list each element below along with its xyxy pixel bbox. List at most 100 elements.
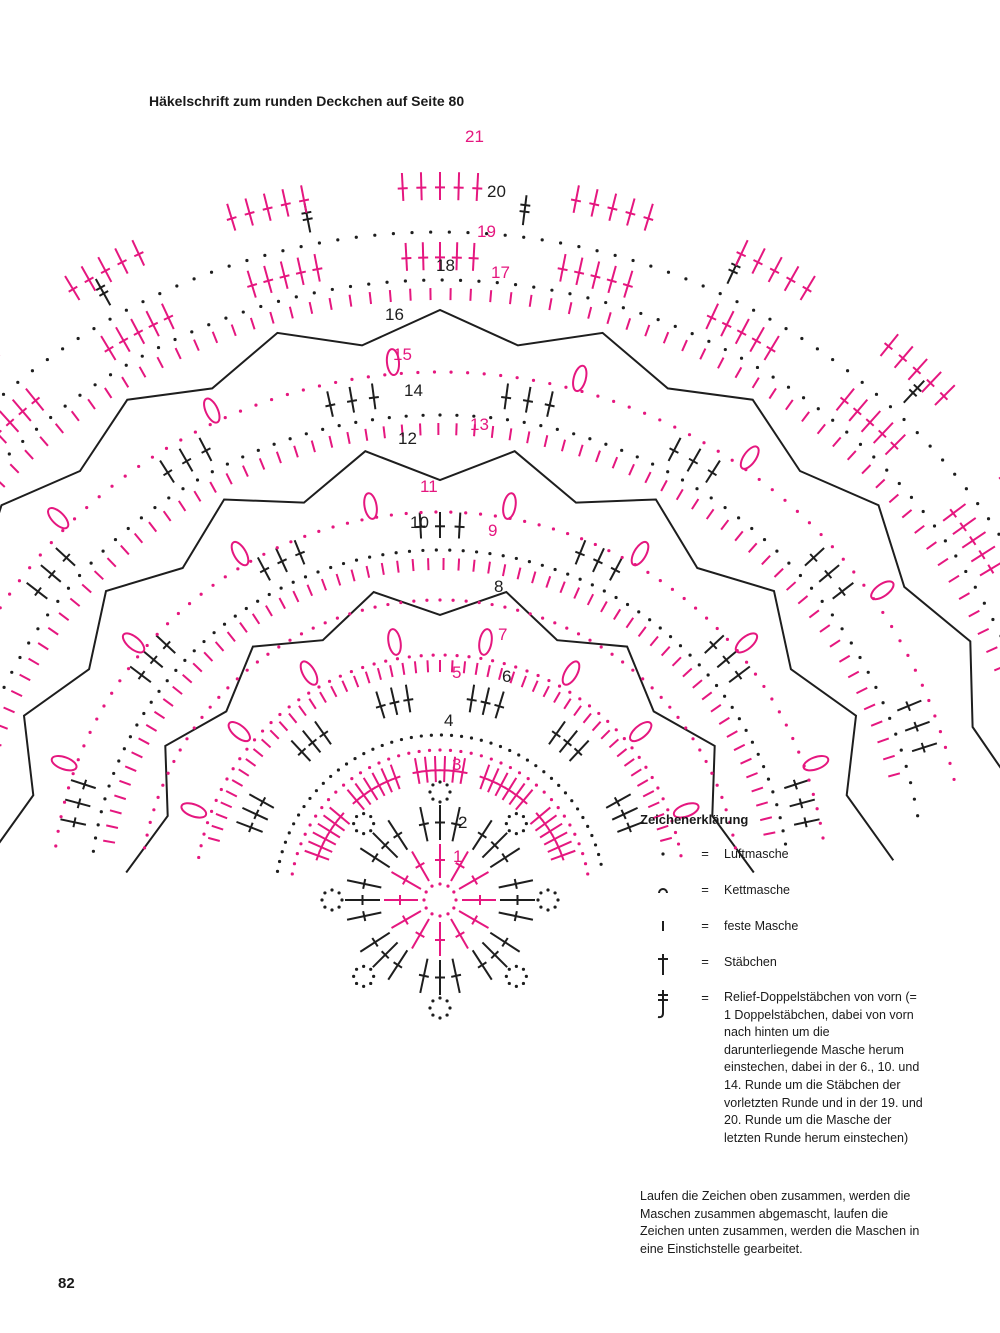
double-crochet-stitch [430, 756, 441, 783]
chain-stitch [334, 790, 338, 794]
chain-stitch [211, 583, 215, 587]
chain-stitch [588, 638, 592, 642]
double-crochet-stitch [403, 684, 414, 713]
double-crochet-stitch [246, 270, 258, 298]
chain-stitch [458, 278, 463, 282]
single-crochet-stitch [543, 435, 549, 448]
double-crochet-stitch [921, 371, 942, 393]
round-number-label: 5 [452, 663, 461, 682]
double-crochet-stitch [11, 399, 32, 422]
chain-stitch [482, 372, 486, 376]
double-crochet-stitch [142, 649, 164, 669]
chain-stitch [446, 884, 450, 888]
chain-stitch [297, 698, 301, 702]
chain-stitch [263, 253, 267, 257]
chain-stitch [112, 771, 116, 776]
double-crochet-stitch [401, 875, 409, 885]
double-crochet-stitch [704, 634, 725, 654]
single-crochet-stitch [628, 463, 635, 476]
double-crochet-stitch [415, 861, 425, 869]
chain-stitch [831, 357, 835, 362]
chain-stitch [469, 751, 473, 755]
double-crochet-stitch [468, 242, 479, 271]
chain-stitch [226, 686, 230, 690]
double-crochet-stitch [60, 817, 87, 828]
single-crochet-stitch [733, 743, 746, 752]
single-crochet-stitch [675, 488, 684, 501]
double-crochet-stitch [178, 448, 194, 472]
chain-stitch [952, 777, 956, 782]
chain-stitch [701, 284, 705, 288]
chain-stitch [259, 304, 263, 309]
chain-stitch [730, 458, 734, 462]
chain-stitch [266, 652, 270, 656]
chain-stitch [716, 449, 720, 453]
chain-stitch [277, 645, 281, 649]
round-number-label: 13 [470, 415, 489, 434]
chain-stitch [66, 586, 71, 590]
double-crochet-stitch [477, 961, 487, 969]
single-crochet-stitch [563, 698, 572, 710]
double-crochet-stitch [592, 547, 605, 573]
single-crochet-stitch [350, 569, 356, 582]
chain-stitch [625, 602, 630, 607]
chain-stitch [906, 653, 910, 657]
chain-stitch [431, 1013, 435, 1017]
chain-stitch [673, 425, 677, 429]
chain-stitch [108, 317, 112, 321]
chain-stitch [354, 814, 359, 819]
chain-stitch [165, 622, 170, 626]
double-crochet-stitch [979, 562, 1000, 577]
single-crochet-stitch [288, 306, 294, 319]
chain-stitch [427, 748, 432, 752]
chain-stitch [96, 823, 100, 827]
double-crochet-stitch [302, 729, 322, 753]
double-crochet-stitch [0, 410, 20, 433]
double-crochet-stitch [280, 189, 291, 217]
single-crochet-stitch [559, 581, 566, 594]
chain-stitch [362, 984, 366, 988]
double-crochet-stitch [622, 270, 634, 298]
double-crochet-stitch [279, 261, 290, 289]
chain-stitch [725, 637, 730, 641]
chain-stitch [548, 381, 552, 386]
single-crochet-stitch [761, 555, 771, 566]
chain-stitch [390, 740, 394, 744]
chain-stitch [542, 770, 546, 774]
chain-stitch [434, 510, 438, 514]
round-number-label: 15 [393, 345, 412, 364]
chain-stitch [387, 757, 391, 761]
chain-stitch [607, 549, 611, 553]
double-crochet-stitch [818, 564, 840, 583]
chain-stitch [445, 1013, 449, 1017]
chain-stitch [391, 232, 396, 236]
chain-stitch [915, 431, 919, 435]
chain-stitch [536, 898, 540, 902]
chain-stitch [375, 515, 379, 519]
double-crochet-stitch [783, 779, 810, 790]
chain-stitch [410, 230, 414, 235]
double-crochet-stitch [893, 345, 914, 369]
single-crochet-stitch [637, 626, 647, 638]
double-crochet-stitch [80, 265, 97, 292]
chain-stitch [193, 430, 197, 434]
chain-stitch [302, 804, 306, 809]
chain-stitch [684, 277, 688, 281]
double-crochet-stitch [421, 756, 432, 783]
chain-stitch [108, 373, 113, 377]
chain-stitch [739, 356, 744, 360]
chain-stitch [720, 795, 724, 799]
chain-stitch [281, 249, 285, 253]
chain-stitch [658, 418, 662, 422]
double-crochet-stitch [435, 242, 445, 270]
double-crochet-stitch [314, 720, 332, 745]
chain-stitch [354, 558, 359, 562]
chain-stitch [522, 420, 526, 424]
single-crochet-stitch [450, 660, 454, 673]
chain-stitch [549, 776, 554, 780]
chain-stitch [750, 526, 754, 531]
chain-stitch [142, 711, 146, 716]
chain-stitch [397, 754, 401, 758]
double-crochet-stitch [911, 742, 938, 753]
chain-stitch [399, 371, 403, 376]
